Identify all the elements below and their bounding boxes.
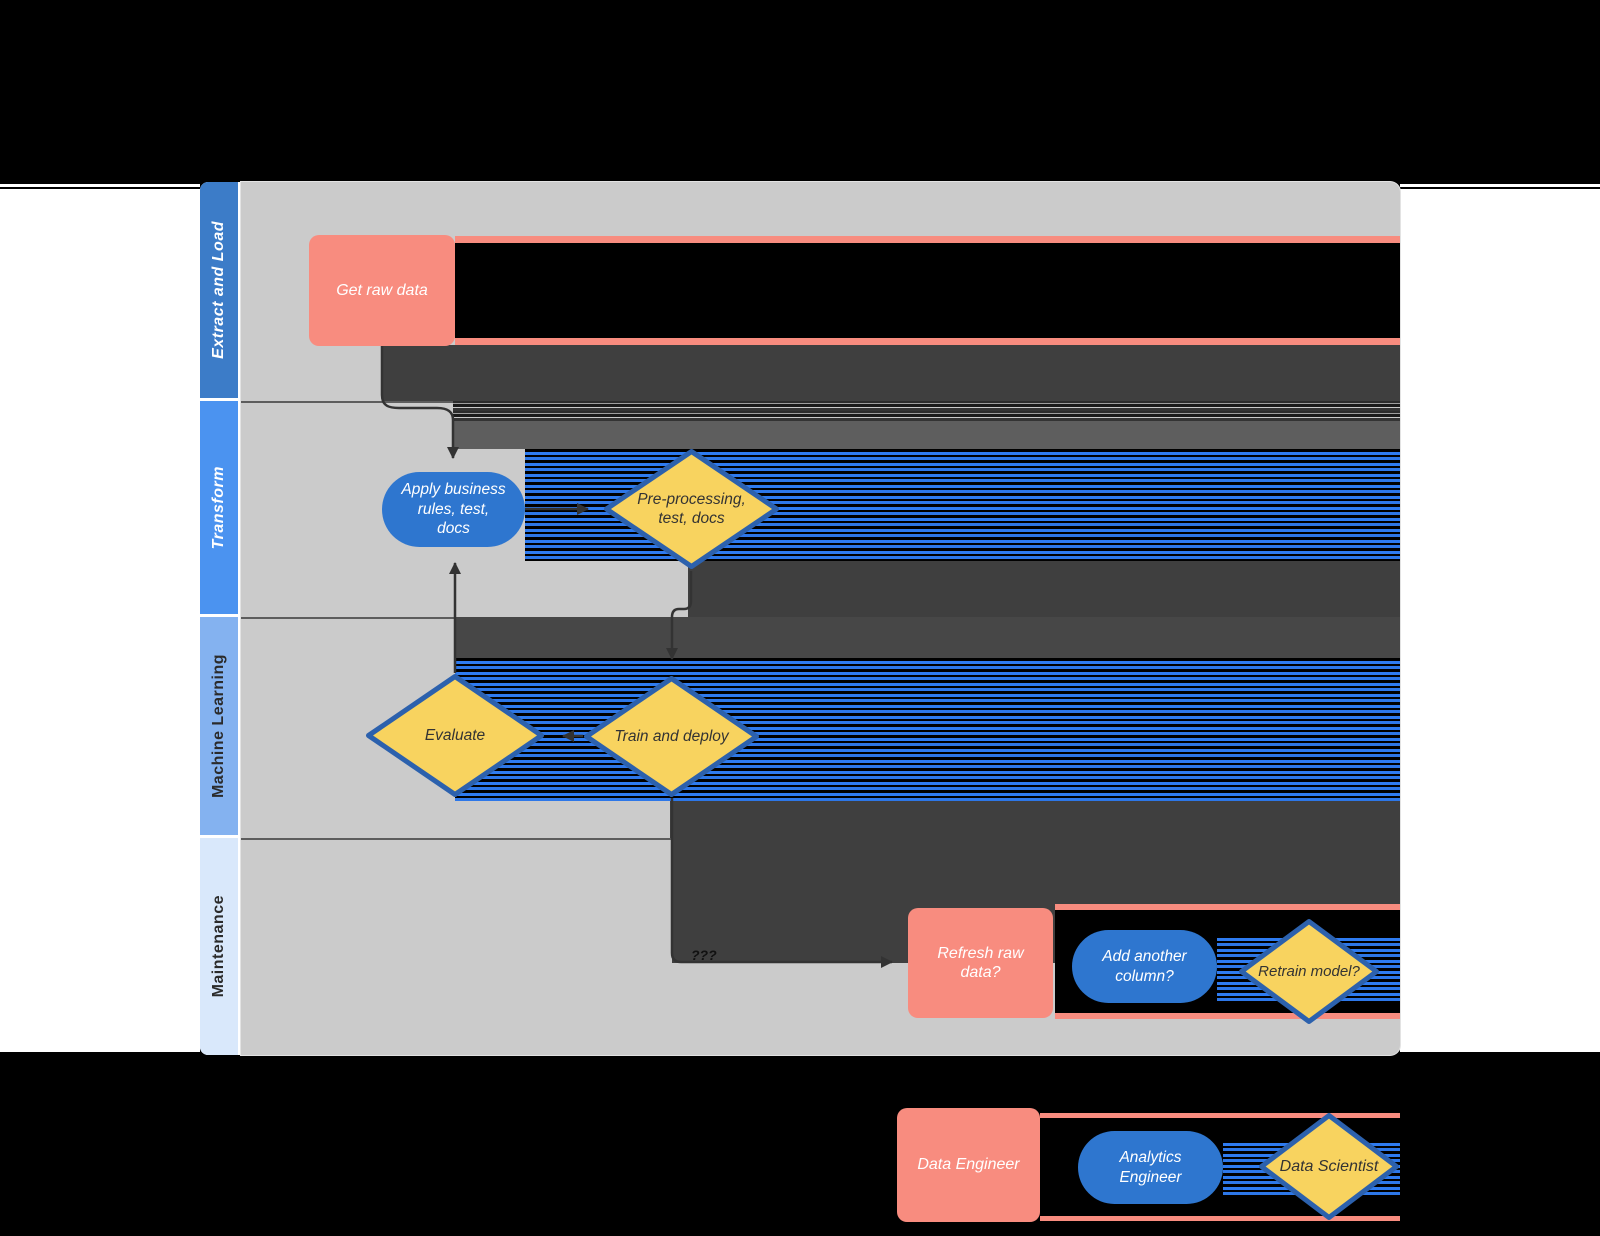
glitch-line-left <box>0 187 200 189</box>
glitch-line-right <box>1400 187 1600 189</box>
node-evaluate: Evaluate <box>365 673 545 798</box>
diamond-shape <box>1259 1113 1399 1220</box>
node-pre-processing: Pre-processing, test, docs <box>603 448 780 570</box>
lane-label: Machine Learning <box>210 653 227 799</box>
glitch-band <box>1040 1216 1400 1221</box>
node-label: Train and deploy <box>614 727 729 745</box>
lane-header-transform: Transform <box>200 401 238 614</box>
node-label: Evaluate <box>424 726 486 744</box>
connector-pre-processing-to-train <box>666 571 693 660</box>
glitch-band <box>455 617 1400 658</box>
lane-label: Transform <box>210 465 227 550</box>
glitch-band <box>455 243 1400 338</box>
legend-label: Data Scientist <box>1279 1157 1379 1175</box>
node-label: Pre-processing, test, docs <box>637 490 746 528</box>
node-label: Retrain model? <box>1258 962 1360 980</box>
legend-label: Analytics Engineer <box>1119 1149 1182 1186</box>
node-retrain-model: Retrain model? <box>1238 918 1380 1025</box>
lane-label: Extract and Load <box>210 221 227 359</box>
flowchart-canvas: Extract and Load Transform Machine Learn… <box>200 182 1400 1055</box>
connector-train-to-refresh <box>670 798 893 968</box>
node-label: Get raw data <box>336 281 428 299</box>
glitch-band <box>688 561 1400 617</box>
diamond-shape <box>584 676 759 797</box>
node-add-another-column: Add another column? <box>1072 930 1217 1003</box>
legend-label: Data Engineer <box>917 1156 1020 1174</box>
connector-get-raw-data-to-apply-rules <box>380 346 459 459</box>
node-apply-business-rules: Apply business rules, test, docs <box>382 472 525 547</box>
lane-header-machine-learning: Machine Learning <box>200 617 238 835</box>
page-margin-left <box>0 184 200 1052</box>
lane-label: Maintenance <box>210 895 227 998</box>
glitch-band <box>382 345 1400 401</box>
legend-data-scientist: Data Scientist <box>1258 1112 1400 1221</box>
connector-label: ??? <box>691 947 717 963</box>
node-label: Apply business rules, test, docs <box>401 481 506 538</box>
glitch-band <box>455 236 1400 243</box>
diamond-shape <box>604 449 779 569</box>
node-train-and-deploy: Train and deploy <box>583 675 760 798</box>
legend-data-engineer: Data Engineer <box>897 1108 1040 1222</box>
page-margin-right <box>1400 184 1600 1052</box>
glitch-band <box>1040 1113 1400 1118</box>
diamond-shape <box>1239 919 1379 1024</box>
node-label: Add another column? <box>1102 948 1187 985</box>
node-refresh-raw-data: Refresh raw data? <box>908 908 1053 1018</box>
glitch-band <box>1055 904 1400 910</box>
lane-body: ??? Get raw data Apply business rules, t… <box>241 182 1400 1055</box>
legend-analytics-engineer: Analytics Engineer <box>1078 1131 1223 1204</box>
glitch-band <box>1055 1013 1400 1019</box>
diamond-shape <box>366 674 544 797</box>
node-label: Refresh raw data? <box>937 944 1024 982</box>
glitch-band <box>670 801 1400 838</box>
glitch-band <box>453 421 1400 449</box>
connector-arrows <box>380 346 893 968</box>
glitch-band <box>453 401 1400 421</box>
lane-header-maintenance: Maintenance <box>200 838 238 1055</box>
lane-header-extract-and-load: Extract and Load <box>200 182 238 398</box>
node-get-raw-data: Get raw data <box>309 235 455 346</box>
glitch-band <box>455 338 1400 345</box>
